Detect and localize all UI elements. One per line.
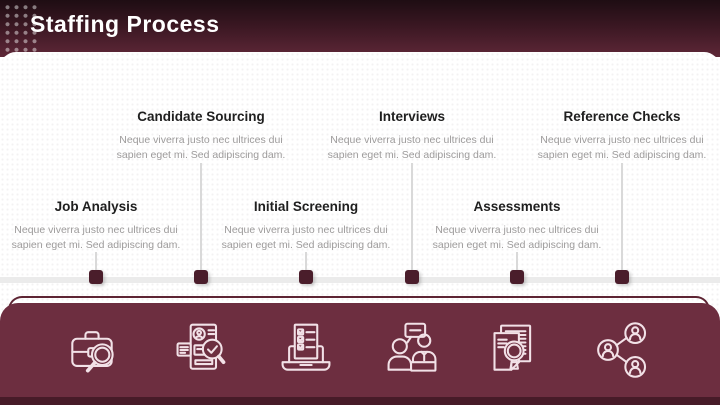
step-interviews: Interviews Neque viverra justo nec ultri… [319,109,505,163]
laptop-checklist-icon [276,320,336,380]
timeline-connector [516,252,518,271]
step-title: Interviews [378,109,446,124]
step-description: Neque viverra justo nec ultrices dui sap… [432,224,602,252]
timeline-marker [299,270,313,284]
step-description: Neque viverra justo nec ultrices dui sap… [327,134,497,162]
timeline-marker [405,270,419,284]
timeline-connector [200,163,202,271]
step-title: Candidate Sourcing [137,109,265,124]
step-initial-screening: Initial Screening Neque viverra justo ne… [213,199,399,253]
step-description: Neque viverra justo nec ultrices dui sap… [537,134,707,162]
timeline-connector [621,163,623,271]
step-title: Assessments [473,199,561,214]
documents-search-icon [487,320,547,380]
timeline-marker [89,270,103,284]
icon-bar [0,303,720,397]
timeline-connector [305,252,307,271]
timeline-marker [615,270,629,284]
step-reference-checks: Reference Checks Neque viverra justo nec… [529,109,715,163]
timeline-track [0,277,720,283]
timeline-connector [95,252,97,271]
people-network-icon [593,320,653,380]
timeline-connector [411,163,413,271]
step-description: Neque viverra justo nec ultrices dui sap… [221,224,391,252]
briefcase-search-icon [62,320,122,380]
step-title: Reference Checks [563,109,681,124]
interview-conversation-icon [382,320,442,380]
page-title: Staffing Process [30,11,220,37]
step-title: Job Analysis [54,199,138,214]
step-description: Neque viverra justo nec ultrices dui sap… [116,134,286,162]
step-job-analysis: Job Analysis Neque viverra justo nec ult… [3,199,189,253]
step-candidate-sourcing: Candidate Sourcing Neque viverra justo n… [108,109,294,163]
dot-grid-decoration [3,3,41,53]
step-title: Initial Screening [253,199,359,214]
timeline-marker [510,270,524,284]
resume-search-icon [171,320,231,380]
bottom-strip [0,397,720,405]
timeline-marker [194,270,208,284]
header-band: Staffing Process [0,0,720,57]
step-assessments: Assessments Neque viverra justo nec ultr… [424,199,610,253]
step-description: Neque viverra justo nec ultrices dui sap… [11,224,181,252]
